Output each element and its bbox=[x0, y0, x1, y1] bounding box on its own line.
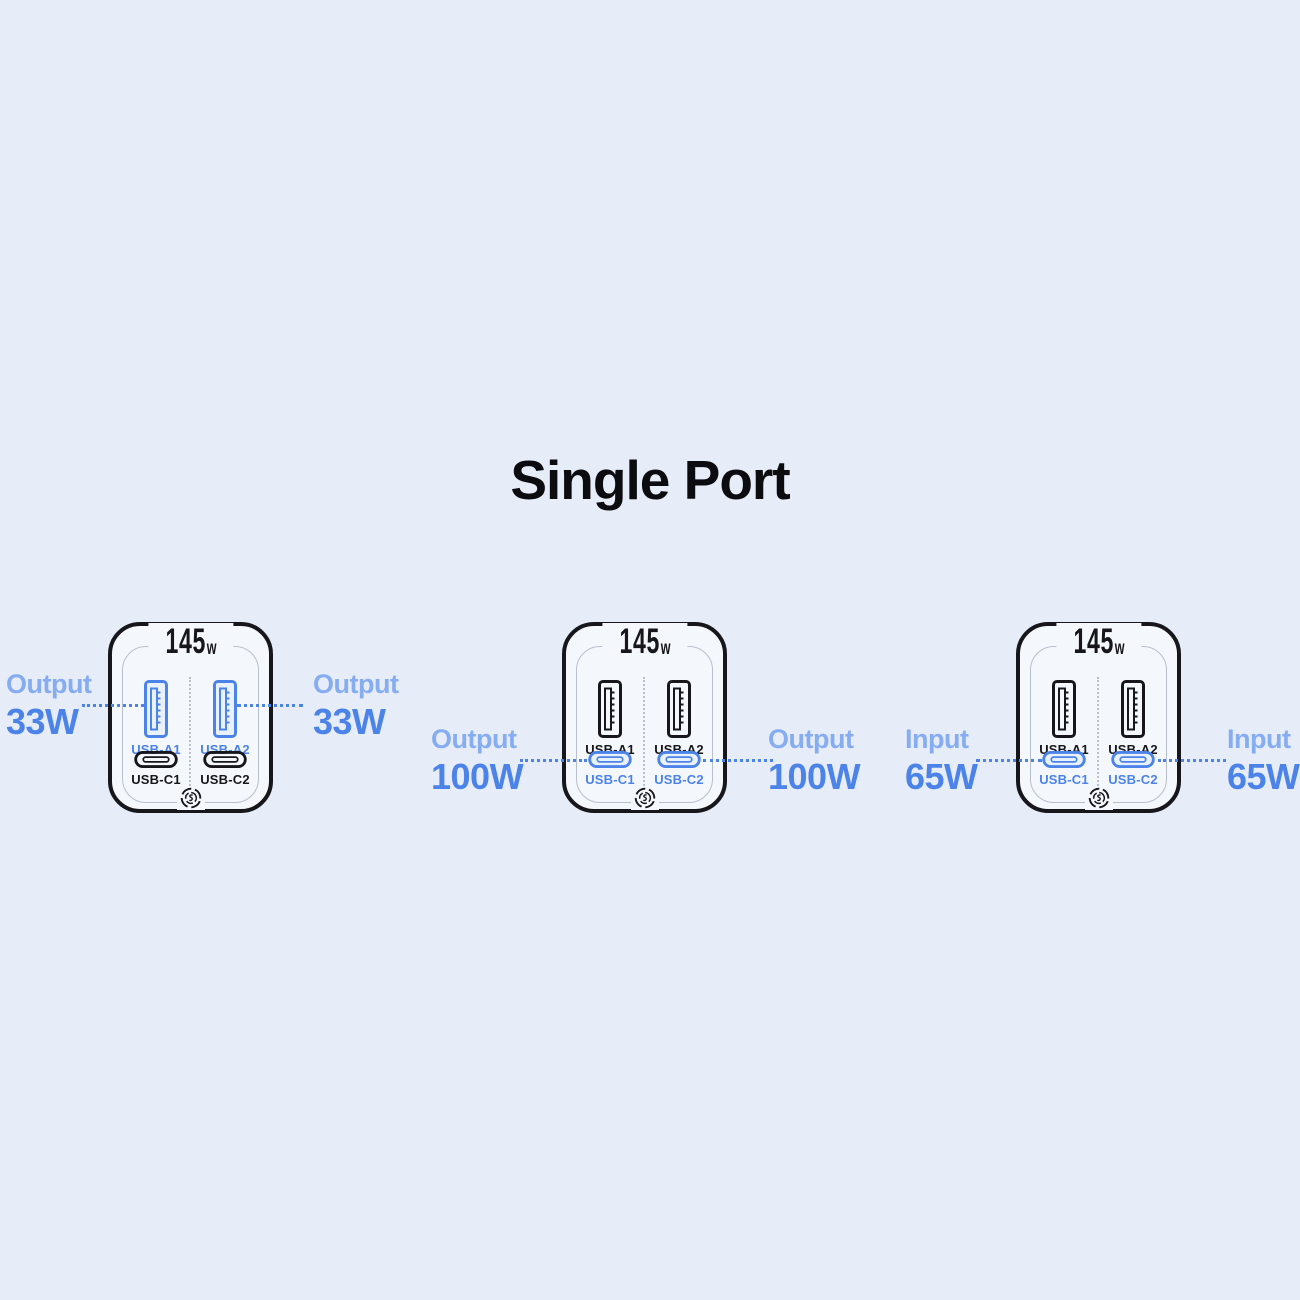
port-divider-dotted bbox=[1097, 677, 1099, 794]
leader-line bbox=[703, 759, 773, 762]
annotation-device2-left: Output 100W bbox=[431, 724, 524, 797]
brand-badge-icon bbox=[1084, 786, 1113, 810]
wattage-value: 145 bbox=[1073, 622, 1114, 661]
annotation-label: Input bbox=[1227, 724, 1291, 754]
usb-c-icon bbox=[1111, 751, 1155, 768]
usb-a-icon bbox=[1121, 680, 1145, 738]
port-label: USB-C1 bbox=[1039, 772, 1089, 787]
port-label: USB-C2 bbox=[1108, 772, 1158, 787]
usb-c-icon bbox=[1042, 751, 1086, 768]
annotation-device3-right: Input 65W bbox=[1227, 726, 1300, 795]
wattage-unit: w bbox=[206, 638, 216, 659]
usb-c2-port: USB-C2 bbox=[190, 751, 260, 787]
port-label: USB-C2 bbox=[200, 772, 250, 787]
leader-line bbox=[1158, 759, 1226, 762]
annotation-label: Output bbox=[431, 724, 517, 754]
port-divider-dotted bbox=[189, 677, 191, 794]
wattage-unit: w bbox=[660, 638, 670, 659]
brand-badge-icon bbox=[630, 786, 659, 810]
usb-a-icon bbox=[598, 680, 622, 738]
usb-a-icon bbox=[1052, 680, 1076, 738]
annotation-label: Output bbox=[768, 724, 854, 754]
annotation-device3-left: Input 65W bbox=[905, 726, 978, 795]
usb-c2-port: USB-C2 bbox=[1098, 751, 1168, 787]
page-title: Single Port bbox=[510, 449, 790, 511]
usb-c2-port: USB-C2 bbox=[644, 751, 714, 787]
annotation-device2-right: Output 100W bbox=[768, 724, 861, 797]
annotation-value: 33W bbox=[313, 701, 386, 742]
annotation-label: Output bbox=[313, 669, 399, 699]
brand-badge-icon bbox=[176, 786, 205, 810]
usb-a-icon bbox=[667, 680, 691, 738]
leader-line bbox=[976, 759, 1042, 762]
annotation-device1-right: Output 33W bbox=[313, 669, 399, 742]
usb-a1-port: USB-A1 bbox=[121, 680, 191, 757]
usb-a1-port: USB-A1 bbox=[575, 680, 645, 757]
annotation-value: 65W bbox=[1227, 756, 1300, 797]
annotation-value: 100W bbox=[768, 756, 861, 797]
annotation-value: 33W bbox=[6, 701, 79, 742]
annotation-label: Input bbox=[905, 724, 969, 754]
annotation-value: 65W bbox=[905, 756, 978, 797]
usb-a-icon bbox=[144, 680, 168, 738]
annotation-device1-left: Output 33W bbox=[6, 669, 92, 742]
usb-c1-port: USB-C1 bbox=[121, 751, 191, 787]
usb-a2-port: USB-A2 bbox=[1098, 680, 1168, 757]
usb-a2-port: USB-A2 bbox=[190, 680, 260, 757]
port-label: USB-C1 bbox=[131, 772, 181, 787]
usb-c1-port: USB-C1 bbox=[575, 751, 645, 787]
leader-line bbox=[82, 704, 144, 707]
wattage-value: 145 bbox=[619, 622, 660, 661]
port-label: USB-C2 bbox=[654, 772, 704, 787]
annotation-label: Output bbox=[6, 669, 92, 699]
annotation-value: 100W bbox=[431, 756, 524, 797]
usb-c1-port: USB-C1 bbox=[1029, 751, 1099, 787]
port-label: USB-C1 bbox=[585, 772, 635, 787]
usb-c-icon bbox=[203, 751, 247, 768]
leader-line bbox=[237, 704, 303, 707]
wattage-unit: w bbox=[1114, 638, 1124, 659]
usb-c-icon bbox=[588, 751, 632, 768]
usb-c-icon bbox=[134, 751, 178, 768]
leader-line bbox=[520, 759, 587, 762]
wattage-value: 145 bbox=[165, 622, 206, 661]
usb-a2-port: USB-A2 bbox=[644, 680, 714, 757]
usb-a-icon bbox=[213, 680, 237, 738]
port-divider-dotted bbox=[643, 677, 645, 794]
usb-c-icon bbox=[657, 751, 701, 768]
usb-a1-port: USB-A1 bbox=[1029, 680, 1099, 757]
